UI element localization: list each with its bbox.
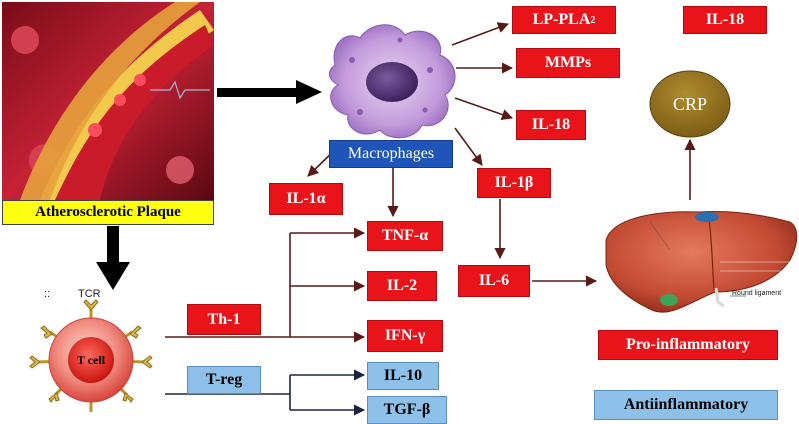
- macrophage-cell: [328, 24, 456, 139]
- treg-box: T-reg: [187, 366, 261, 394]
- tcell-illustration: [29, 299, 153, 412]
- il18-box: IL-18: [516, 110, 586, 140]
- il1a-box: IL-1α: [269, 183, 343, 215]
- liver-illustration: [605, 211, 798, 313]
- antiinflammatory-box: Antiinflammatory: [594, 390, 778, 420]
- il10-box: IL-10: [367, 362, 439, 390]
- plaque-to-tcell-arrow: [96, 226, 130, 290]
- crp-shape: [649, 70, 731, 138]
- macrophages-label: Macrophages: [329, 140, 453, 168]
- lp-pla2-subscript: 2: [590, 14, 596, 26]
- tcr-label: TCR: [78, 288, 101, 300]
- plaque-to-macrophage-arrow: [217, 80, 322, 104]
- crp-label: CRP: [672, 93, 708, 114]
- il2-box: IL-2: [367, 271, 437, 301]
- il6-box: IL-6: [458, 265, 530, 297]
- il18-top-box: IL-18: [683, 6, 767, 34]
- th1-box: Th-1: [187, 304, 261, 335]
- pro-inflammatory-box: Pro-inflammatory: [598, 330, 778, 360]
- tgfb-box: TGF-β: [367, 396, 447, 424]
- plaque-illustration: [2, 2, 214, 200]
- round-ligament-label: Round ligament: [732, 290, 782, 297]
- stray-mark: ::: [44, 288, 51, 300]
- il1b-box: IL-1β: [477, 168, 551, 198]
- mmps-box: MMPs: [516, 48, 620, 78]
- plaque-label: Atherosclerotic Plaque: [2, 200, 214, 225]
- ifng-box: IFN-γ: [367, 320, 443, 352]
- tcell-label: T cell: [76, 352, 106, 367]
- lp-pla2-text: LP-PLA: [532, 11, 591, 28]
- tnfa-box: TNF-α: [367, 221, 443, 251]
